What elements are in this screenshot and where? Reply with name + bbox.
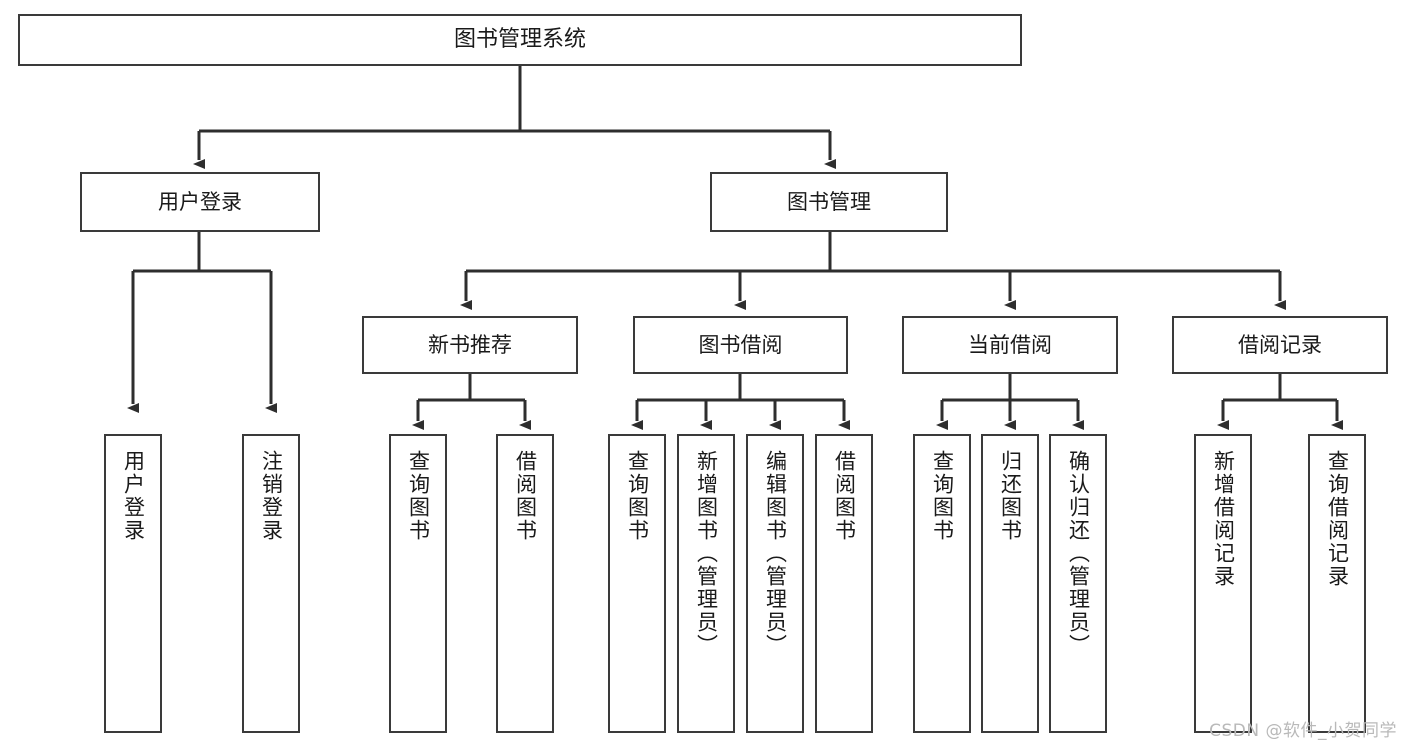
node-leaf-borrow-book-label: 借阅图书 — [832, 450, 857, 542]
node-leaf-query-book-current[interactable]: 查询图书 — [913, 434, 971, 733]
node-leaf-add-borrow-record[interactable]: 新增借阅记录 — [1194, 434, 1252, 733]
node-current-borrow[interactable]: 当前借阅 — [902, 316, 1118, 374]
node-book-management[interactable]: 图书管理 — [710, 172, 948, 232]
node-root-label: 图书管理系统 — [453, 27, 586, 53]
node-user-login-label: 用户登录 — [158, 189, 242, 214]
csdn-watermark: CSDN @软件_小贺同学 — [1209, 721, 1397, 741]
node-leaf-borrow-book-newbook[interactable]: 借阅图书 — [496, 434, 554, 733]
node-borrow-records[interactable]: 借阅记录 — [1172, 316, 1388, 374]
node-root[interactable]: 图书管理系统 — [18, 14, 1022, 66]
node-book-management-label: 图书管理 — [787, 189, 871, 214]
node-leaf-add-borrow-record-label: 新增借阅记录 — [1211, 450, 1236, 588]
node-leaf-query-book-newbook[interactable]: 查询图书 — [389, 434, 447, 733]
node-leaf-borrow-book[interactable]: 借阅图书 — [815, 434, 873, 733]
node-leaf-add-book-admin-label: 新增图书（管理员） — [694, 450, 719, 657]
node-book-borrow-label: 图书借阅 — [698, 332, 783, 357]
node-leaf-confirm-return-admin-label: 确认归还（管理员） — [1066, 450, 1091, 657]
node-leaf-user-login-label: 用户登录 — [121, 450, 146, 542]
node-leaf-edit-book-admin-label: 编辑图书（管理员） — [763, 450, 788, 657]
node-user-login[interactable]: 用户登录 — [80, 172, 320, 232]
node-leaf-user-login[interactable]: 用户登录 — [104, 434, 162, 733]
node-current-borrow-label: 当前借阅 — [968, 332, 1052, 357]
node-new-book-recommend-label: 新书推荐 — [428, 332, 512, 357]
node-leaf-query-borrow-record-label: 查询借阅记录 — [1325, 450, 1350, 588]
node-leaf-borrow-book-newbook-label: 借阅图书 — [513, 450, 538, 542]
node-leaf-query-book-newbook-label: 查询图书 — [406, 450, 431, 542]
node-new-book-recommend[interactable]: 新书推荐 — [362, 316, 578, 374]
node-borrow-records-label: 借阅记录 — [1238, 332, 1322, 357]
node-leaf-confirm-return-admin[interactable]: 确认归还（管理员） — [1049, 434, 1107, 733]
node-leaf-logout[interactable]: 注销登录 — [242, 434, 300, 733]
node-book-borrow[interactable]: 图书借阅 — [633, 316, 848, 374]
node-leaf-logout-label: 注销登录 — [259, 450, 284, 542]
node-leaf-add-book-admin[interactable]: 新增图书（管理员） — [677, 434, 735, 733]
node-leaf-query-book-borrow[interactable]: 查询图书 — [608, 434, 666, 733]
node-leaf-return-book-label: 归还图书 — [998, 450, 1023, 542]
node-leaf-edit-book-admin[interactable]: 编辑图书（管理员） — [746, 434, 804, 733]
node-leaf-query-book-current-label: 查询图书 — [930, 450, 955, 542]
node-leaf-query-book-borrow-label: 查询图书 — [625, 450, 650, 542]
node-leaf-query-borrow-record[interactable]: 查询借阅记录 — [1308, 434, 1366, 733]
node-leaf-return-book[interactable]: 归还图书 — [981, 434, 1039, 733]
